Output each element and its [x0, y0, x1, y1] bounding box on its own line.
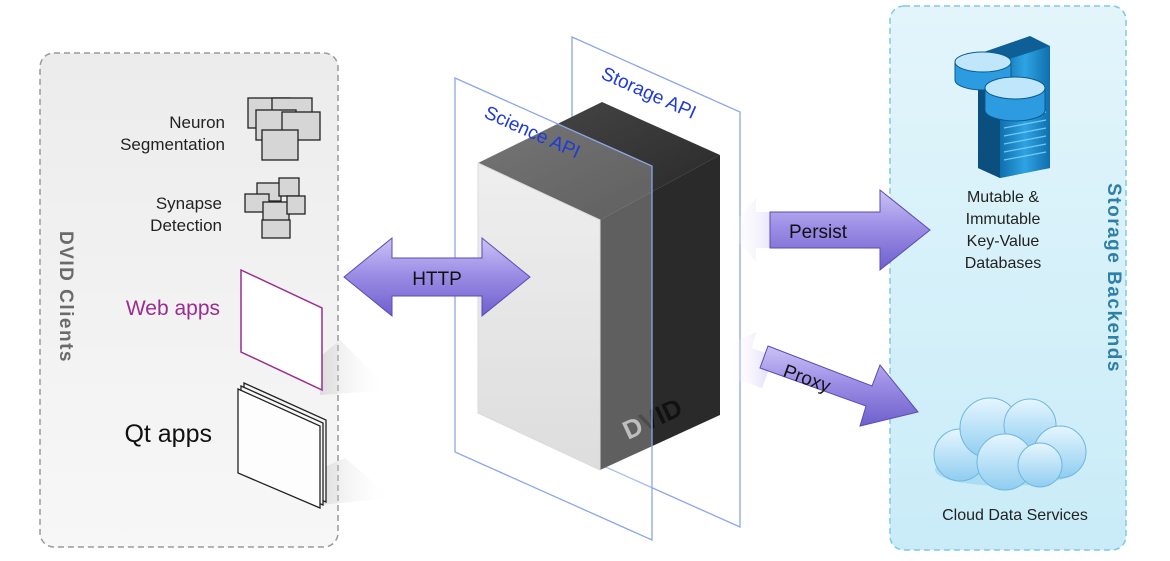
- synapse-label-line1: Synapse: [156, 194, 222, 213]
- web-apps-shadow: [320, 340, 390, 395]
- http-arrow: HTTP: [343, 236, 531, 318]
- dvid-box-front: [477, 162, 601, 471]
- storage-panel-title: Storage Backends: [1103, 183, 1124, 373]
- proxy-arrow-ghost: [728, 332, 774, 396]
- dvid-box-top: [478, 102, 720, 220]
- neuron-label-line2: Segmentation: [120, 135, 225, 154]
- cloud-icon: [933, 397, 1087, 491]
- clients-panel: DVID Clients Neuron Segmentation Synapse…: [39, 52, 392, 548]
- cloud-label: Cloud Data Services: [942, 507, 1088, 524]
- synapse-detection-icon: [244, 177, 306, 239]
- storage-panel: Storage Backends Mutable & Imm: [889, 5, 1127, 551]
- storage-panel-border: [889, 5, 1127, 551]
- database-server-icon: [954, 36, 1050, 178]
- persist-arrow: Persist: [728, 188, 931, 272]
- proxy-arrow: Proxy: [728, 332, 919, 427]
- clients-panel-title: DVID Clients: [55, 231, 76, 363]
- http-label: HTTP: [412, 269, 462, 290]
- synapse-label-line2: Detection: [150, 216, 222, 235]
- neuron-label-line1: Neuron: [169, 113, 225, 132]
- db-label-line4: Databases: [965, 255, 1042, 272]
- web-apps-label: Web apps: [126, 297, 220, 320]
- db-label-line2: Immutable: [966, 211, 1041, 228]
- web-apps-window-icon: [240, 268, 323, 392]
- qt-apps-label: Qt apps: [124, 420, 212, 448]
- db-label-line1: Mutable &: [967, 189, 1039, 206]
- science-api-plane: [454, 76, 653, 542]
- dvid-server: Storage API DVID Science API: [454, 35, 741, 542]
- persist-arrow-ghost: [728, 198, 782, 262]
- persist-label: Persist: [789, 222, 848, 243]
- qt-apps-shadow: [320, 458, 392, 505]
- dvid-box-side: [600, 155, 720, 470]
- neuron-segmentation-icon: [247, 97, 321, 161]
- qt-apps-window-icon: [237, 381, 327, 509]
- db-label-line3: Key-Value: [967, 233, 1040, 250]
